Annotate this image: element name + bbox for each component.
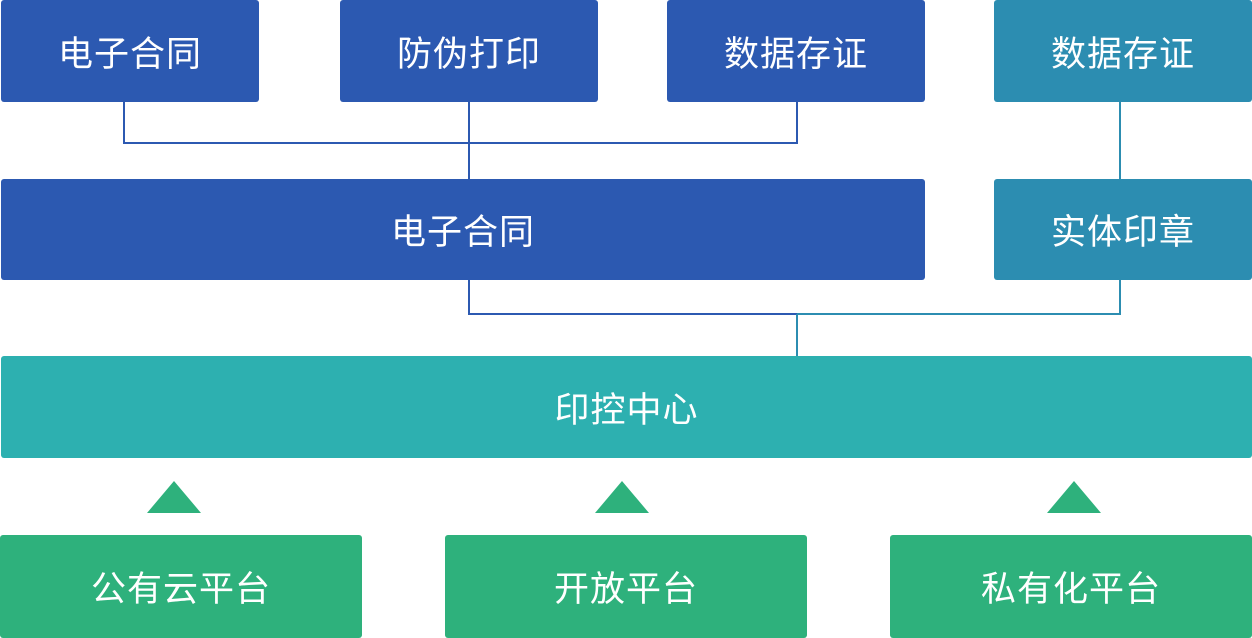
box-data-evidence-right: 数据存证 — [994, 0, 1252, 102]
arrow-up-icon — [1047, 481, 1101, 513]
box-label: 实体印章 — [1050, 213, 1195, 253]
box-electronic-contract-top: 电子合同 — [1, 0, 259, 102]
connector-top-left — [123, 102, 798, 144]
box-label: 数据存证 — [723, 34, 868, 75]
box-label: 私有化平台 — [980, 570, 1161, 610]
box-open-platform: 开放平台 — [445, 535, 807, 638]
box-public-cloud: 公有云平台 — [0, 535, 362, 638]
box-label: 数据存证 — [1050, 34, 1195, 75]
box-private-platform: 私有化平台 — [890, 535, 1252, 638]
box-physical-seal: 实体印章 — [994, 179, 1252, 280]
box-label: 开放平台 — [553, 570, 698, 610]
box-seal-control-center: 印控中心 — [1, 356, 1252, 458]
box-label: 防伪打印 — [396, 34, 541, 75]
connector-middle-left — [468, 280, 797, 315]
arrow-up-icon — [595, 481, 649, 513]
box-label: 电子合同 — [390, 213, 535, 253]
box-anti-counterfeit-print: 防伪打印 — [340, 0, 598, 102]
box-label: 公有云平台 — [90, 570, 271, 610]
arrow-up-icon — [147, 481, 201, 513]
box-data-evidence-left: 数据存证 — [667, 0, 925, 102]
box-label: 电子合同 — [57, 34, 202, 75]
connector-middle-right — [797, 280, 1121, 315]
box-electronic-contract-main: 电子合同 — [1, 179, 925, 280]
box-label: 印控中心 — [554, 390, 699, 431]
